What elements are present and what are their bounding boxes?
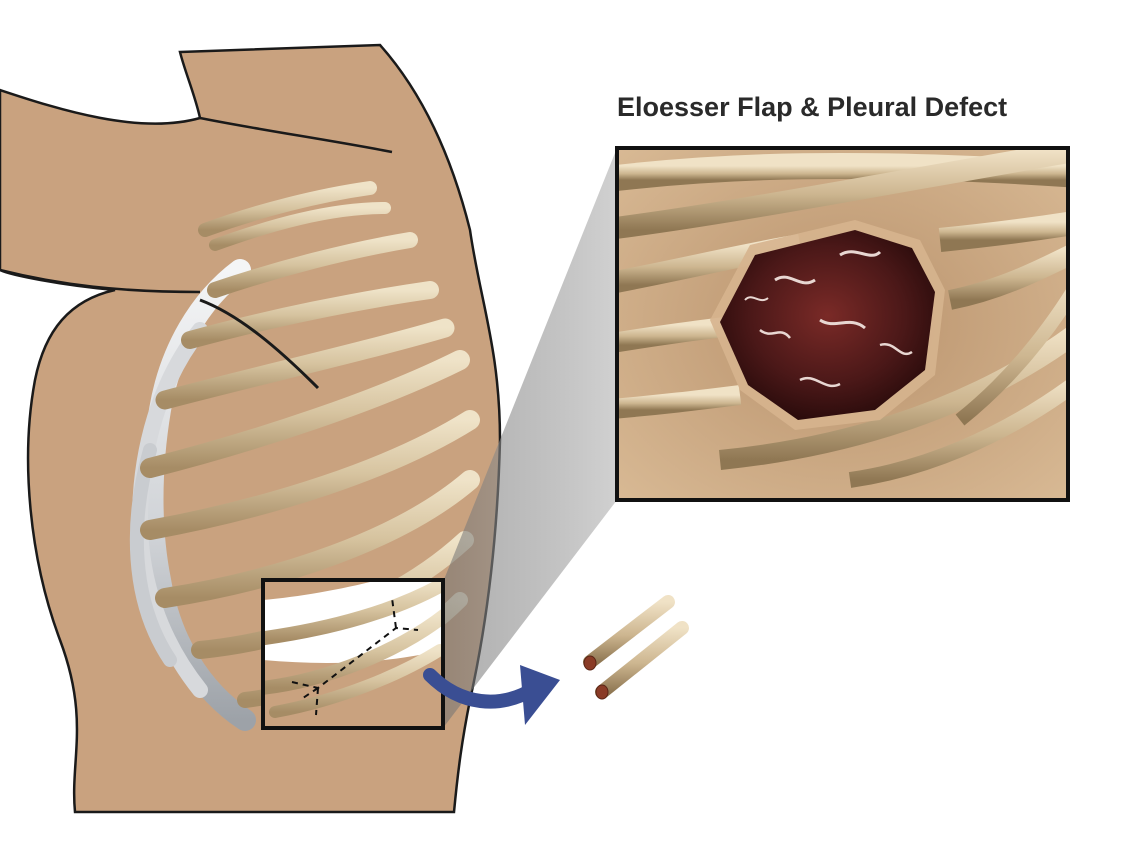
resected-rib-segments (583, 595, 689, 700)
detail-box-frame (261, 578, 445, 730)
arm-crease-line (199, 116, 393, 154)
callout-projection (443, 148, 617, 728)
arm-lower-outline (0, 268, 201, 294)
figure-title: Eloesser Flap & Pleural Defect (617, 92, 1008, 122)
pectoral-line (199, 298, 320, 390)
inset-frame (615, 146, 1070, 502)
curved-arrow (423, 665, 560, 725)
rib-6 (140, 410, 480, 540)
rib-7 (155, 470, 480, 608)
incision-dashed-line (291, 626, 419, 690)
rib-3 (181, 281, 439, 349)
rib-5 (140, 350, 470, 478)
resection-site (263, 580, 443, 728)
rib-2 (207, 232, 418, 298)
inset-view (615, 146, 1070, 502)
rib-4 (155, 318, 455, 410)
rib-1 (198, 181, 377, 237)
